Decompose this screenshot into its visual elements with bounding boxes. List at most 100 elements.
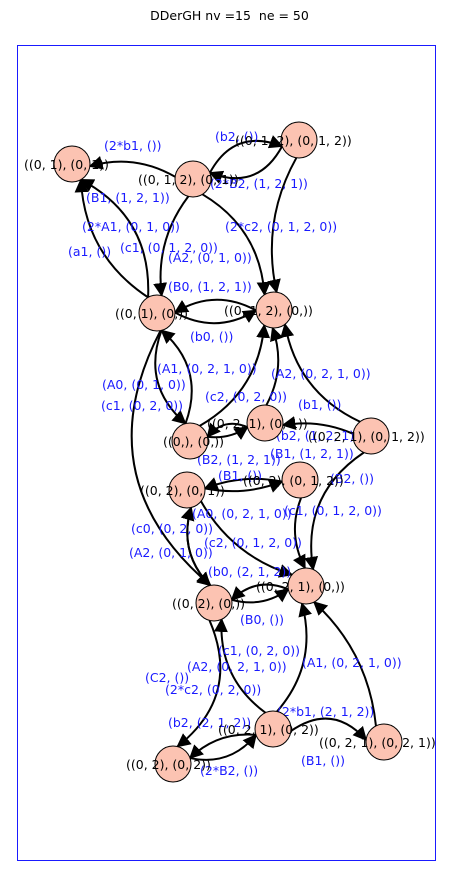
edge-n02_02-n021_02 [189, 733, 257, 761]
node-circle [287, 567, 325, 605]
node-circle [246, 404, 284, 442]
node-label: ((0, 2), (0, 1)) [140, 483, 225, 498]
edge-label: (A0, (0, 1, 0)) [102, 377, 186, 392]
node-n02_0: ((0, 2), (0,)) [172, 584, 245, 622]
node-circle [254, 710, 292, 748]
node-label: ((0, 1), (0, 1)) [24, 157, 109, 172]
edge-label: (2*A1, (0, 1, 0)) [82, 219, 180, 234]
node-n021_01: ((0, 2, 1), (0, 1)) [207, 404, 308, 442]
node-n01_0: ((0, 1), (0,)) [115, 294, 188, 332]
node-label: ((0, 2, 1), (0, 2)) [218, 722, 319, 737]
edge-n02_01-n021_0 [200, 500, 294, 578]
edge-label: (b2, ()) [215, 129, 258, 144]
edge-label: (A2, (0, 1, 0)) [129, 545, 213, 560]
node-n021_0: ((0, 2, 1), (0,)) [256, 567, 345, 605]
node-n012_012: ((0, 1, 2), (0, 1, 2)) [235, 121, 352, 159]
node-circle [280, 121, 318, 159]
edge-label: (c1, (0, 2, 0)) [218, 643, 300, 658]
plot-frame [17, 45, 436, 861]
node-n02_01: ((0, 2), (0, 1)) [140, 471, 225, 509]
edge-label: (A0, (0, 2, 1, 0)) [192, 506, 292, 521]
edge-label: (B2, ()) [330, 471, 374, 486]
edge-label: (A2, (0, 2, 1, 0)) [271, 366, 371, 381]
node-circle [138, 294, 176, 332]
node-label: ((0, 2, 1), (0,)) [256, 579, 345, 594]
edge-n0112_01-n01_0 [153, 195, 190, 298]
edge-layer [74, 135, 377, 761]
edge-n01_0-n02_0 [130, 330, 212, 587]
edge-n01_0-n01_01 [79, 178, 150, 298]
edge-label: (b1, ()) [298, 397, 341, 412]
node-label: ((0, 1, 2), (0, 1)) [138, 172, 239, 187]
node-label: ((0, 1, 2), (0, 1, 2)) [235, 133, 352, 148]
edge-n021_02-n021_0 [276, 602, 312, 713]
edge-label: (B1, (1, 2, 1)) [86, 190, 170, 205]
node-circle [171, 422, 209, 460]
edge-n0112_01-n01_01 [88, 156, 176, 178]
node-n021_021: ((0, 2, 1), (0, 2, 1)) [319, 723, 436, 761]
node-label: ((0, 2, 1), (0, 2, 1)) [319, 735, 436, 750]
edge-label: (C2, ()) [145, 670, 189, 685]
edge-label: (B2, (1, 2, 1)) [197, 452, 281, 467]
edge-n021_012-n012_0 [280, 322, 361, 423]
edge-n012_012-n012_0 [267, 157, 298, 294]
edge-label: (A1, (0, 2, 1, 0)) [157, 361, 257, 376]
node-label: ((0, 2), (0, 2)) [126, 757, 211, 772]
edge-n01_0-n0_0 [154, 330, 187, 425]
edge-label-layer: (2*b1, ())(b2, ())(2*B2, (1, 2, 1))(B1, … [68, 129, 402, 778]
edge-label: (c1, (0, 2, 0)) [101, 398, 183, 413]
edge-label: (b0, (2, 1, 2)) [208, 564, 291, 579]
edge-n021_02-n02_0 [213, 617, 266, 714]
node-circle [281, 461, 319, 499]
edge-label: (2*B2, ()) [200, 763, 258, 778]
node-label: ((0, 1), (0,)) [115, 306, 188, 321]
edge-label: (2*c2, (0, 1, 2, 0)) [225, 219, 337, 234]
node-circle [352, 417, 390, 455]
node-n0_0: ((0,), (0,)) [163, 422, 224, 460]
edge-n021_021-n021_0 [313, 601, 377, 727]
edge-label: (B0, ()) [240, 612, 284, 627]
node-label: ((0, 1, 2), (0,)) [224, 303, 313, 318]
node-label: ((0, 2), (0, 1, 2)) [243, 473, 344, 488]
node-label: ((0,), (0,)) [163, 434, 224, 449]
edge-n021_02-n021_021 [290, 717, 368, 741]
edge-n02_0-n021_0 [231, 588, 290, 604]
edge-label: (c1, (0, 1, 2, 0)) [120, 240, 218, 255]
edge-n012_0-n01_0 [173, 298, 257, 314]
edge-label: (B1, ()) [218, 468, 262, 483]
node-label: ((0, 2), (0,)) [172, 596, 245, 611]
node-circle [53, 145, 91, 183]
node-circle [154, 745, 192, 783]
edge-label: (b2, (2, 1, 2)) [168, 715, 251, 730]
edge-label: (B1, ()) [301, 753, 345, 768]
node-label: ((0, 2, 1), (0, 1, 2)) [308, 429, 425, 444]
node-layer: ((0, 1), (0, 1)) ((0, 1, 2), (0, 1)) ((0, … [24, 121, 436, 783]
edge-label: (b0, ()) [190, 329, 233, 344]
node-n0112_01: ((0, 1, 2), (0, 1)) [138, 160, 239, 198]
edge-n012_012-n0112_01 [208, 145, 283, 184]
node-n01_01: ((0, 1), (0, 1)) [24, 145, 109, 183]
node-circle [174, 160, 212, 198]
edge-label: (2*b1, (2, 1, 2)) [277, 704, 374, 719]
node-circle [168, 471, 206, 509]
edge-label: (A2, (0, 1, 0)) [168, 250, 252, 265]
edge-n0112_01-n012_012 [209, 135, 284, 174]
edge-n0112_01-n012_0 [201, 193, 271, 297]
edge-label: (a1, ()) [68, 244, 111, 259]
edge-n02_0-n02_02 [176, 620, 222, 748]
edge-n02_012-n021_0 [292, 497, 306, 570]
node-label: ((0, 2, 1), (0, 1)) [207, 416, 308, 431]
node-n021_02: ((0, 2, 1), (0, 2)) [218, 710, 319, 748]
edge-label: (c2, (0, 1, 2, 0)) [204, 535, 302, 550]
edge-label: (A1, (0, 2, 1, 0)) [302, 655, 402, 670]
edge-label: (b2, (1, 2, 1)) [276, 428, 359, 443]
edge-n021_012-n021_01 [281, 416, 354, 435]
edge-label: (B1, (1, 2, 1)) [270, 446, 354, 461]
edge-n0_0-n01_0 [160, 329, 193, 424]
edge-label: (c1, (0, 1, 2, 0)) [284, 503, 382, 518]
node-n02_012: ((0, 2), (0, 1, 2)) [243, 461, 344, 499]
node-n021_012: ((0, 2, 1), (0, 1, 2)) [308, 417, 425, 455]
edge-n01_0-n012_0 [174, 309, 258, 325]
edge-n021_01-n0_0 [206, 422, 248, 438]
